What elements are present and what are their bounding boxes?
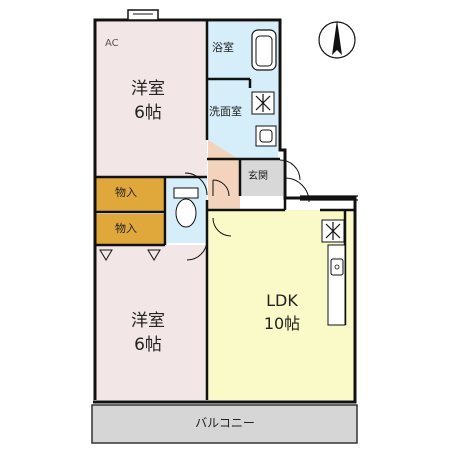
- sink-icon: [255, 125, 277, 147]
- storage-1-label: 物入: [115, 186, 137, 199]
- bath-label: 浴室: [212, 41, 234, 54]
- door-arc: [284, 177, 310, 203]
- bedroom-top-area: [95, 22, 207, 177]
- door-arc: [212, 217, 232, 237]
- balcony-area: [92, 405, 357, 443]
- storage-1-area: [95, 177, 165, 211]
- ventilation-fan-icon: [321, 219, 345, 243]
- bedroom-top-size: 6帖: [134, 103, 162, 123]
- door-arc: [212, 179, 230, 197]
- sink-icon: [330, 258, 344, 276]
- storage-2-label: 物入: [115, 222, 137, 235]
- bathtub-inner: [255, 35, 273, 67]
- ldk-label: LDK: [266, 291, 298, 310]
- closet-door-marker: [99, 249, 113, 261]
- storage-2-area: [95, 214, 165, 245]
- closet-door-marker: [147, 249, 161, 261]
- bedroom-bottom-area: [95, 245, 207, 400]
- ac-label: AC: [105, 38, 119, 49]
- bedroom-bottom-size: 6帖: [134, 335, 162, 355]
- window: [127, 9, 159, 21]
- hall-area: [208, 140, 240, 210]
- toilet-icon: [173, 187, 199, 228]
- entrance-area: [240, 160, 283, 196]
- washroom-label: 洗面室: [209, 105, 242, 118]
- door-arc: [184, 172, 208, 196]
- bedroom-bottom-name: 洋室: [131, 311, 165, 331]
- north-arrow-icon: [318, 20, 356, 59]
- ldk-size: 10帖: [263, 314, 301, 333]
- ventilation-fan-icon: [251, 91, 275, 115]
- bedroom-top-name: 洋室: [131, 79, 165, 99]
- kitchen-counter: [327, 244, 346, 326]
- balcony-label: バルコニー: [195, 416, 255, 430]
- door-arc: [186, 239, 208, 261]
- door-arc: [279, 159, 301, 181]
- bathtub-icon: [251, 29, 277, 71]
- entrance-label: 玄関: [248, 171, 268, 182]
- balcony-outline: [91, 404, 358, 444]
